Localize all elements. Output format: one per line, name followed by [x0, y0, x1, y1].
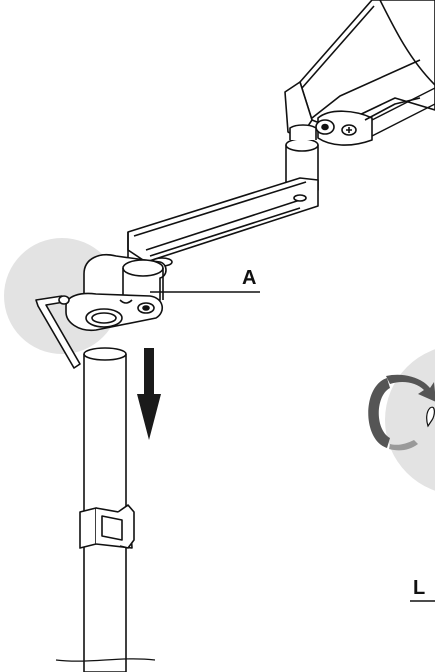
cable-clip: [79, 504, 135, 549]
arm-link-right: [371, 87, 435, 137]
callout-a-label: A: [242, 267, 256, 289]
arrow-down-icon: [137, 348, 161, 440]
ground-line: [55, 658, 156, 662]
upper-arm: [284, 0, 435, 146]
clamp-assembly: [65, 254, 167, 332]
main-arm: [127, 177, 319, 267]
callout-l-label: L: [413, 577, 425, 599]
hex-key-icon: [35, 295, 81, 369]
rotate-clockwise-icon: [368, 374, 435, 451]
